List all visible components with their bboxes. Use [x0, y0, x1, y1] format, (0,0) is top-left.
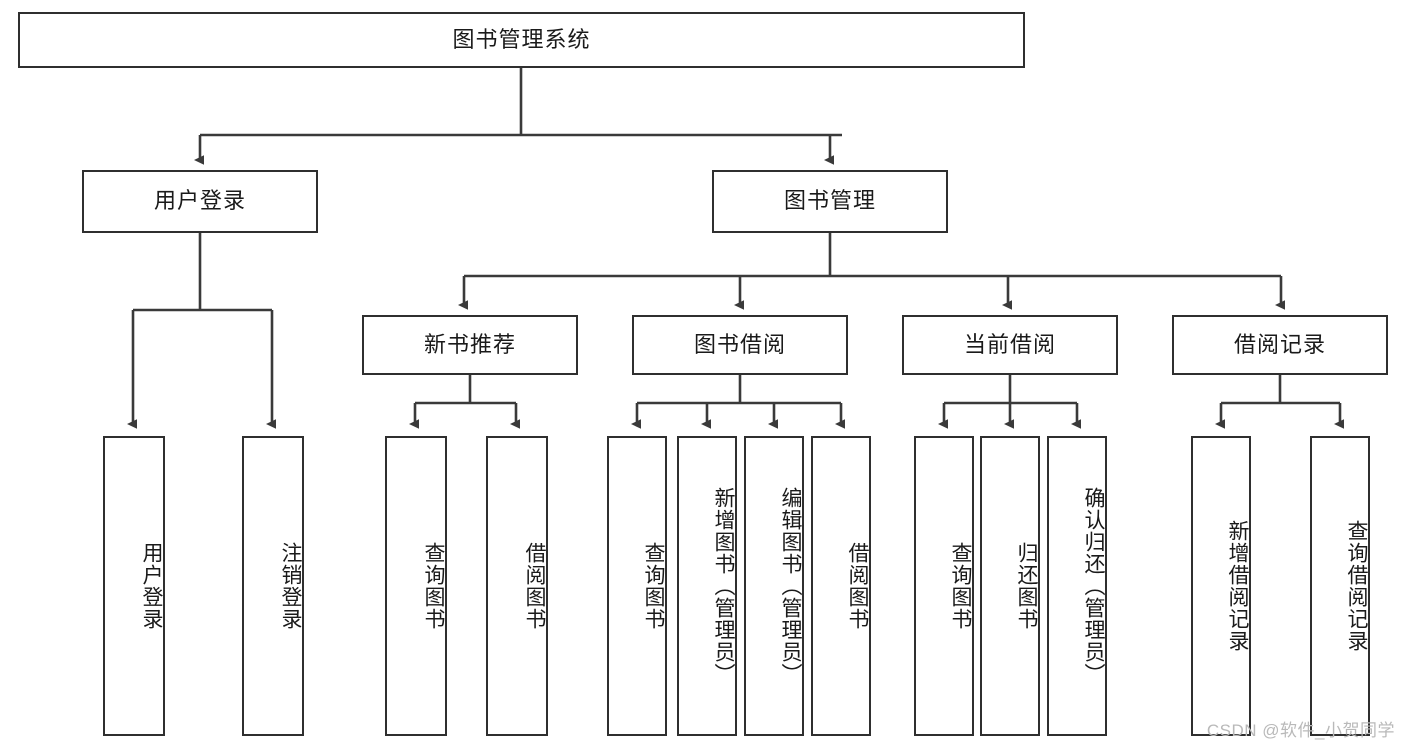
node-leaf-confirm-return-label: 确认归还（管理员）: [1082, 487, 1105, 685]
node-leaf-query-book-2[interactable]: 查询图书: [607, 436, 667, 736]
node-leaf-borrow-book-1[interactable]: 借阅图书: [486, 436, 548, 736]
node-current-borrow[interactable]: 当前借阅: [902, 315, 1118, 375]
node-leaf-add-record-label: 新增借阅记录: [1226, 520, 1249, 652]
node-borrow-record-label: 借阅记录: [1233, 331, 1326, 357]
node-book-borrow-label: 图书借阅: [693, 331, 786, 357]
node-leaf-return-book-label: 归还图书: [1015, 542, 1038, 630]
node-new-book-recommend-label: 新书推荐: [423, 331, 516, 357]
node-user-login-label: 用户登录: [153, 188, 246, 214]
node-leaf-borrow-book-1-label: 借阅图书: [523, 542, 546, 630]
node-leaf-query-record-label: 查询借阅记录: [1345, 520, 1368, 652]
node-leaf-user-login[interactable]: 用户登录: [103, 436, 165, 736]
node-leaf-query-book-1-label: 查询图书: [422, 542, 445, 630]
node-user-login[interactable]: 用户登录: [82, 170, 318, 233]
node-borrow-record[interactable]: 借阅记录: [1172, 315, 1388, 375]
node-leaf-edit-book-label: 编辑图书（管理员）: [779, 487, 802, 685]
node-book-manage[interactable]: 图书管理: [712, 170, 948, 233]
node-root-label: 图书管理系统: [452, 26, 591, 52]
node-leaf-query-book-2-label: 查询图书: [642, 542, 665, 630]
node-leaf-edit-book[interactable]: 编辑图书（管理员）: [744, 436, 804, 736]
node-leaf-borrow-book-2-label: 借阅图书: [846, 542, 869, 630]
node-leaf-confirm-return[interactable]: 确认归还（管理员）: [1047, 436, 1107, 736]
node-leaf-add-record[interactable]: 新增借阅记录: [1191, 436, 1251, 736]
node-leaf-query-book-3-label: 查询图书: [949, 542, 972, 630]
node-leaf-user-login-label: 用户登录: [140, 542, 163, 630]
node-book-manage-label: 图书管理: [783, 188, 876, 214]
node-leaf-add-book[interactable]: 新增图书（管理员）: [677, 436, 737, 736]
node-root[interactable]: 图书管理系统: [18, 12, 1025, 68]
node-leaf-logout-login[interactable]: 注销登录: [242, 436, 304, 736]
node-new-book-recommend[interactable]: 新书推荐: [362, 315, 578, 375]
node-leaf-return-book[interactable]: 归还图书: [980, 436, 1040, 736]
node-leaf-query-book-3[interactable]: 查询图书: [914, 436, 974, 736]
node-book-borrow[interactable]: 图书借阅: [632, 315, 848, 375]
watermark-text: CSDN @软件_小贺同学: [1206, 721, 1395, 740]
node-leaf-query-record[interactable]: 查询借阅记录: [1310, 436, 1370, 736]
node-leaf-add-book-label: 新增图书（管理员）: [712, 487, 735, 685]
node-leaf-borrow-book-2[interactable]: 借阅图书: [811, 436, 871, 736]
node-leaf-logout-login-label: 注销登录: [279, 542, 302, 630]
node-current-borrow-label: 当前借阅: [963, 331, 1056, 357]
node-leaf-query-book-1[interactable]: 查询图书: [385, 436, 447, 736]
